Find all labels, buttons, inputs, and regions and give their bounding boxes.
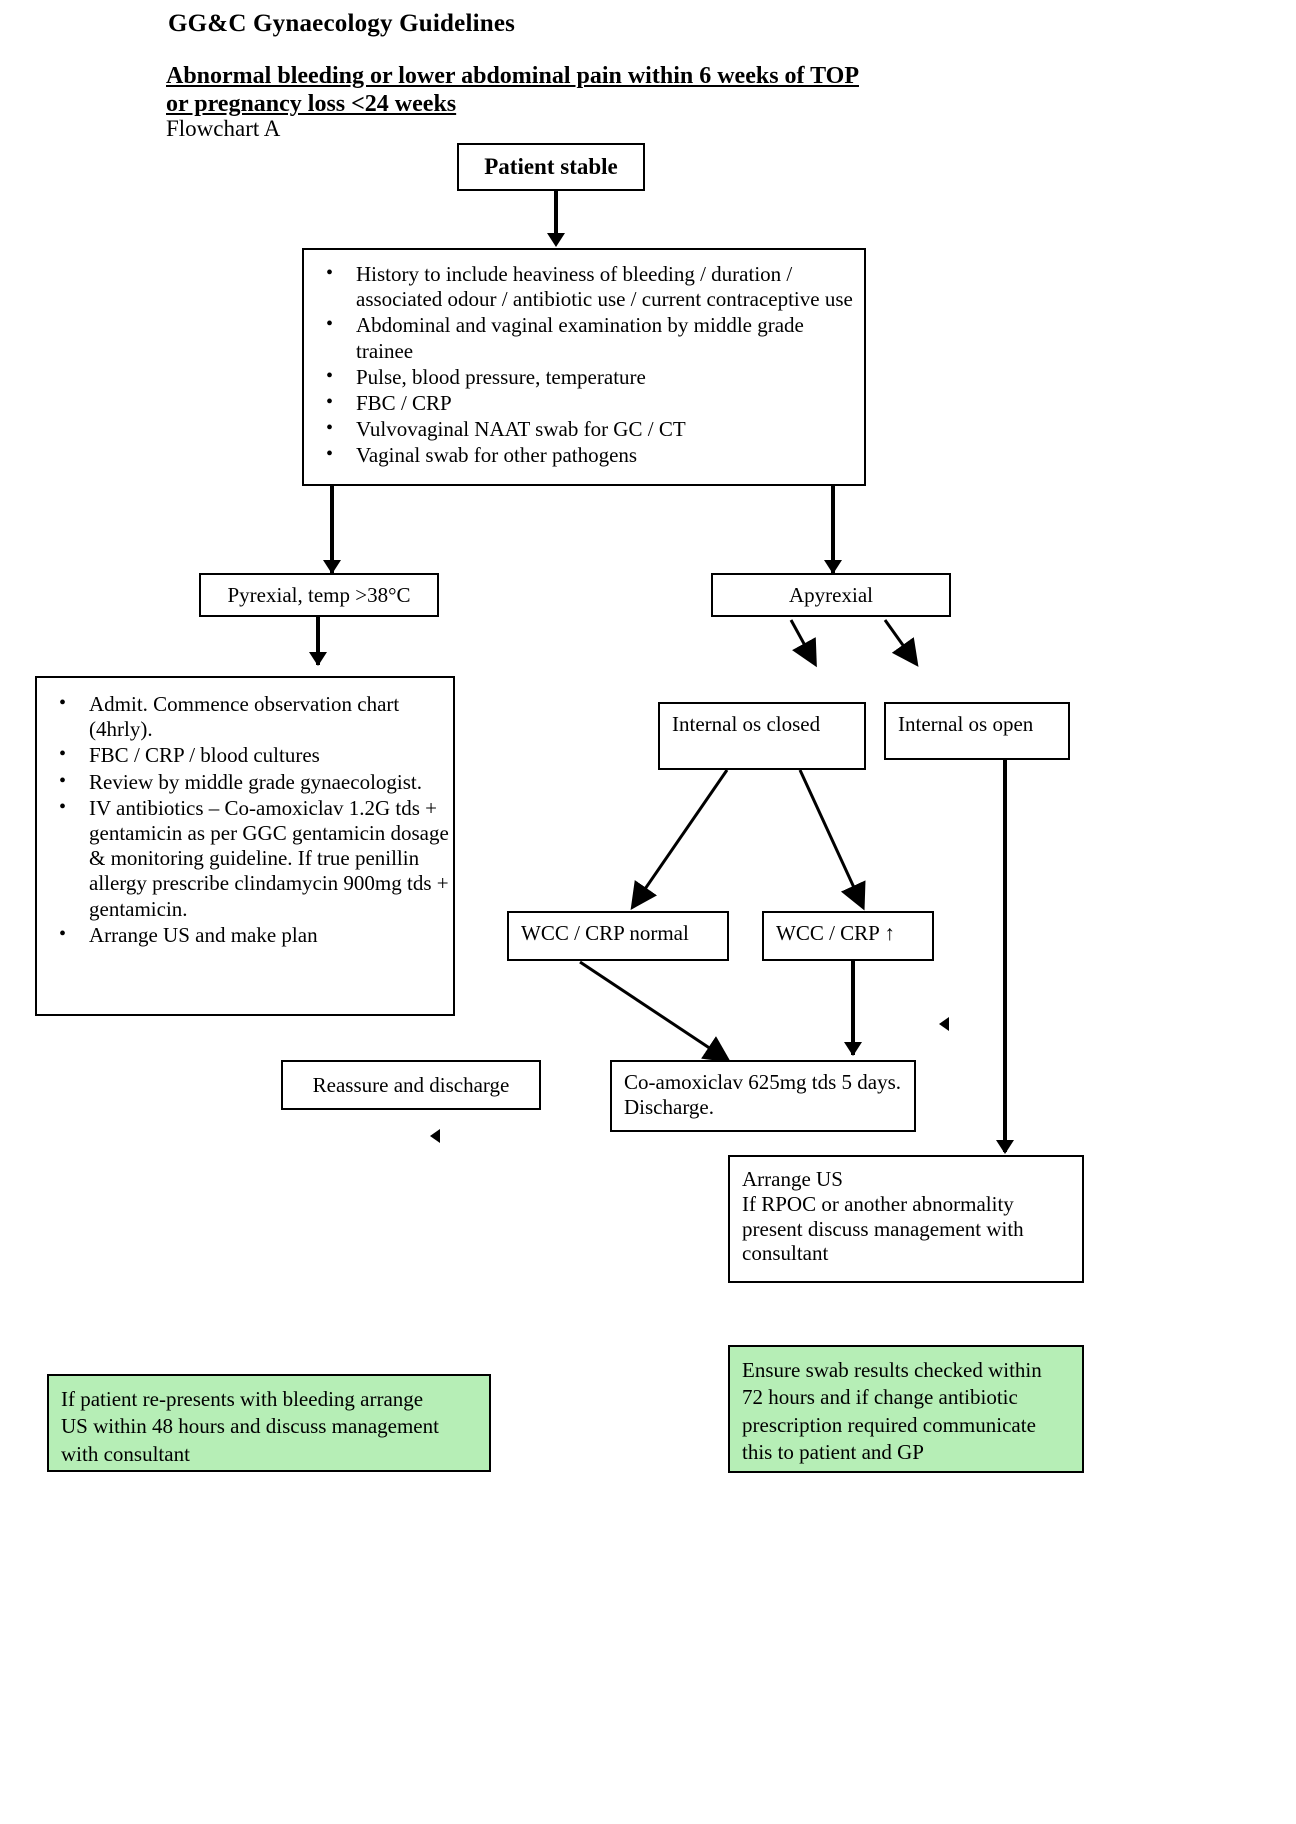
note-box-re-presentation: If patient re-presents with bleeding arr… [47,1374,491,1472]
note-line: this to patient and GP [742,1439,924,1464]
node-internal-os-open[interactable]: Internal os open [884,702,1070,760]
connector-line [316,617,320,665]
arrange-us-line: Arrange US [742,1167,843,1191]
page-subtitle: Abnormal bleeding or lower abdominal pai… [166,63,859,118]
list-item: Admit. Commence observation chart (4hrly… [59,691,453,742]
small-triangle-marker-left [430,1129,440,1143]
arrange-us-line: If RPOC or another abnormality [742,1191,1014,1216]
list-item: History to include heaviness of bleeding… [326,261,864,312]
connector-line [554,191,558,236]
node-pyrexial-label: Pyrexial, temp >38°C [227,582,411,607]
node-arrange-us[interactable]: Arrange US If RPOC or another abnormalit… [728,1155,1084,1283]
note-line: 72 hours and if change antibiotic [742,1385,1018,1410]
list-item: Abdominal and vaginal examination by mid… [326,312,864,363]
node-reassure-discharge[interactable]: Reassure and discharge [281,1060,541,1110]
list-item: IV antibiotics – Co-amoxiclav 1.2G tds +… [59,795,453,922]
flowchart-label: Flowchart A [166,116,281,141]
arrange-us-line: consultant [742,1241,829,1266]
note-line: If patient re-presents with bleeding arr… [61,1387,424,1411]
connector-line [1003,760,1007,1152]
list-item: FBC / CRP [326,390,864,416]
node-internal-os-closed-label: Internal os closed [672,712,821,736]
connector-arrowhead [844,1042,862,1056]
node-assessment[interactable]: History to include heaviness of bleeding… [302,248,866,486]
connector-line [831,486,835,574]
list-item: FBC / CRP / blood cultures [59,742,453,768]
node-apyrexial[interactable]: Apyrexial [711,573,951,617]
node-pyrexial[interactable]: Pyrexial, temp >38°C [199,573,439,617]
node-wcc-crp-raised-label: WCC / CRP ↑ [776,921,895,945]
node-internal-os-closed[interactable]: Internal os closed [658,702,866,770]
note-line: with consultant [61,1441,190,1466]
node-patient-stable-label: Patient stable [484,154,618,180]
note-line: prescription required communicate [742,1412,1036,1437]
admit-bullet-list: Admit. Commence observation chart (4hrly… [37,691,453,948]
page-title: GG&C Gynaecology Guidelines [168,10,516,37]
arrange-us-line: present discuss management with [742,1216,1024,1241]
connector-arrowhead [547,233,565,247]
node-wcc-crp-normal-label: WCC / CRP normal [521,921,689,945]
connector-arrowhead [996,1140,1014,1154]
list-item: Vaginal swab for other pathogens [326,442,864,468]
connector-arrowhead [309,652,327,666]
note-line: US within 48 hours and discuss managemen… [61,1414,439,1439]
connector-arrowhead [323,560,341,574]
node-wcc-crp-raised[interactable]: WCC / CRP ↑ [762,911,934,961]
list-item: Pulse, blood pressure, temperature [326,364,864,390]
node-internal-os-open-label: Internal os open [898,712,1034,736]
list-item: Arrange US and make plan [59,922,453,948]
connector-line [330,486,334,574]
small-triangle-marker-right [939,1017,949,1031]
node-apyrexial-label: Apyrexial [789,582,873,607]
note-box-swab-results: Ensure swab results checked within 72 ho… [728,1345,1084,1473]
node-admit-management[interactable]: Admit. Commence observation chart (4hrly… [35,676,455,1016]
list-item: Vulvovaginal NAAT swab for GC / CT [326,416,864,442]
node-coamoxiclav-discharge[interactable]: Co-amoxiclav 625mg tds 5 days. Discharge… [610,1060,916,1132]
note-line: Ensure swab results checked within [742,1358,1042,1382]
node-wcc-crp-normal[interactable]: WCC / CRP normal [507,911,729,961]
node-reassure-discharge-label: Reassure and discharge [312,1072,510,1097]
connector-line [851,961,855,1055]
connector-arrowhead [824,560,842,574]
node-patient-stable[interactable]: Patient stable [457,143,645,191]
node-coamoxiclav-discharge-label: Co-amoxiclav 625mg tds 5 days. Discharge… [624,1070,902,1119]
assessment-bullet-list: History to include heaviness of bleeding… [304,261,864,469]
list-item: Review by middle grade gynaecologist. [59,769,453,795]
